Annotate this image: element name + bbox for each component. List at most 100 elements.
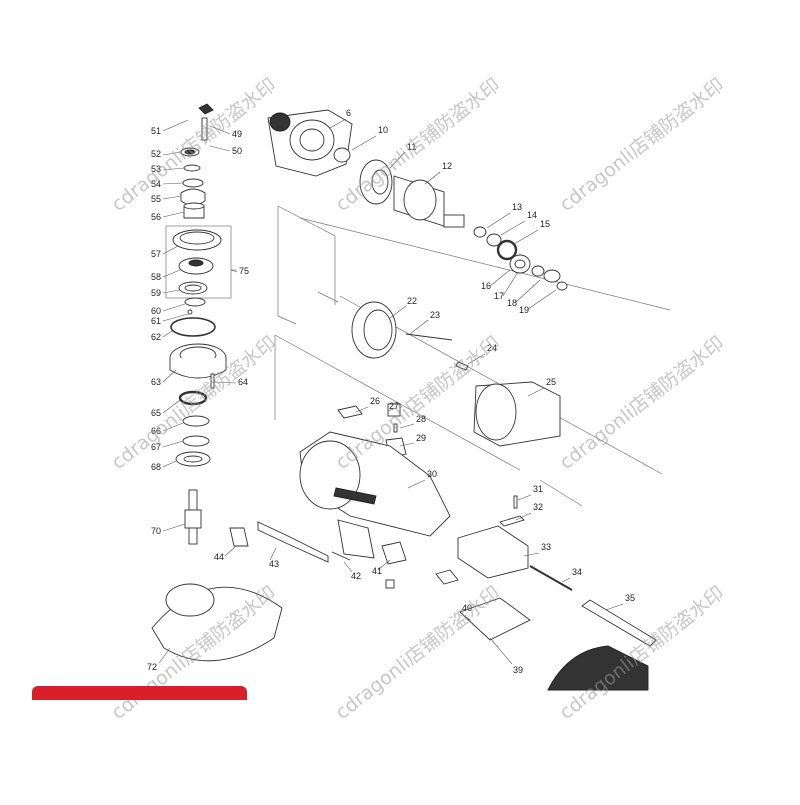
callout-number-57: 57 xyxy=(151,249,161,259)
callout-number-51: 51 xyxy=(151,126,161,136)
callout-number-40: 40 xyxy=(462,603,472,613)
callout-number-72: 72 xyxy=(147,662,157,672)
callout-number-31: 31 xyxy=(533,484,543,494)
callout-number-64: 64 xyxy=(238,377,248,387)
watermark-text: cdragonli店铺防盗水印 xyxy=(556,332,729,474)
callout-leader-16 xyxy=(489,269,511,287)
callout-leader-70 xyxy=(162,523,186,532)
callout-number-28: 28 xyxy=(416,414,426,424)
callout-leader-60 xyxy=(162,303,186,312)
callout-leader-57 xyxy=(162,245,179,255)
callout-leader-32 xyxy=(515,512,532,521)
callout-number-27: 27 xyxy=(389,401,399,411)
callout-leader-26 xyxy=(355,406,369,413)
callout-leader-35 xyxy=(605,603,624,611)
callout-number-12: 12 xyxy=(442,161,452,171)
callout-leader-27 xyxy=(387,407,397,412)
callout-number-50: 50 xyxy=(232,146,242,156)
watermark-text: cdragonli店铺防盗水印 xyxy=(332,582,505,724)
callout-leader-68 xyxy=(162,460,177,468)
callout-number-49: 49 xyxy=(232,129,242,139)
callout-number-29: 29 xyxy=(416,433,426,443)
callout-number-62: 62 xyxy=(151,332,161,342)
callout-leader-56 xyxy=(162,211,185,218)
callout-leader-66 xyxy=(162,422,184,432)
middle-parts xyxy=(151,301,657,691)
callout-leader-40 xyxy=(460,612,471,621)
callout-number-32: 32 xyxy=(533,502,543,512)
callout-number-10: 10 xyxy=(378,125,388,135)
callout-leader-14 xyxy=(500,220,526,236)
callout-leader-58 xyxy=(162,269,181,278)
top-parts xyxy=(267,109,568,291)
callout-leader-34 xyxy=(561,577,571,583)
callout-leader-52 xyxy=(162,151,182,156)
callout-leader-55 xyxy=(162,195,182,200)
callout-leader-72 xyxy=(158,647,171,664)
callout-leader-25 xyxy=(527,387,545,397)
callout-leader-23 xyxy=(409,319,429,335)
callout-number-58: 58 xyxy=(151,272,161,282)
callout-number-34: 34 xyxy=(572,567,582,577)
callout-number-43: 43 xyxy=(269,559,279,569)
callout-number-60: 60 xyxy=(151,306,161,316)
callout-number-65: 65 xyxy=(151,408,161,418)
red-banner xyxy=(32,686,247,700)
callout-number-55: 55 xyxy=(151,194,161,204)
watermark-text: cdragonli店铺防盗水印 xyxy=(556,74,729,216)
callout-number-22: 22 xyxy=(407,296,417,306)
callout-leader-51 xyxy=(162,119,189,132)
callout-number-18: 18 xyxy=(507,298,517,308)
callout-leader-33 xyxy=(523,552,540,557)
callout-number-25: 25 xyxy=(546,377,556,387)
callout-leader-53 xyxy=(162,167,185,171)
callout-leader-65 xyxy=(162,399,181,414)
callout-number-15: 15 xyxy=(540,219,550,229)
callout-number-17: 17 xyxy=(494,291,504,301)
callout-number-11: 11 xyxy=(407,142,416,152)
callout-number-33: 33 xyxy=(541,542,551,552)
callout-leader-67 xyxy=(162,440,184,448)
callout-leader-43 xyxy=(269,547,277,561)
callout-number-24: 24 xyxy=(487,343,497,353)
callout-number-35: 35 xyxy=(625,593,635,603)
callout-number-52: 52 xyxy=(151,149,161,159)
callout-leader-12 xyxy=(424,171,441,185)
callout-leader-59 xyxy=(162,289,180,294)
callout-leader-44 xyxy=(224,545,237,557)
callout-number-53: 53 xyxy=(151,164,161,174)
callout-number-39: 39 xyxy=(513,665,523,675)
callout-number-41: 41 xyxy=(372,566,382,576)
callout-number-16: 16 xyxy=(481,281,491,291)
callout-leader-11 xyxy=(389,151,406,169)
callout-number-14: 14 xyxy=(527,210,537,220)
callout-leader-50 xyxy=(209,145,231,152)
callout-number-56: 56 xyxy=(151,212,161,222)
callout-leader-54 xyxy=(162,182,184,185)
callout-leader-62 xyxy=(162,330,173,338)
callout-leader-10 xyxy=(351,135,377,151)
callout-number-13: 13 xyxy=(512,202,522,212)
callout-number-63: 63 xyxy=(151,377,161,387)
left-column-parts xyxy=(169,103,227,545)
callout-leader-6 xyxy=(329,118,347,129)
callout-leader-13 xyxy=(486,212,511,229)
callout-leader-30 xyxy=(407,479,426,489)
callout-leader-41 xyxy=(377,559,391,571)
callout-leader-28 xyxy=(399,423,415,429)
callout-leader-17 xyxy=(502,271,519,297)
callout-number-59: 59 xyxy=(151,288,161,298)
callout-number-44: 44 xyxy=(214,552,224,562)
callout-leader-24 xyxy=(467,353,486,365)
callout-leader-39 xyxy=(489,637,513,665)
callout-number-6: 6 xyxy=(346,108,351,118)
callout-number-75: 75 xyxy=(239,266,249,276)
callout-leader-15 xyxy=(513,229,539,245)
callout-leader-29 xyxy=(399,442,415,447)
callout-leader-31 xyxy=(517,494,532,501)
callout-number-42: 42 xyxy=(351,571,361,581)
watermark-text: cdragonli店铺防盗水印 xyxy=(556,582,729,724)
callout-number-30: 30 xyxy=(427,469,437,479)
